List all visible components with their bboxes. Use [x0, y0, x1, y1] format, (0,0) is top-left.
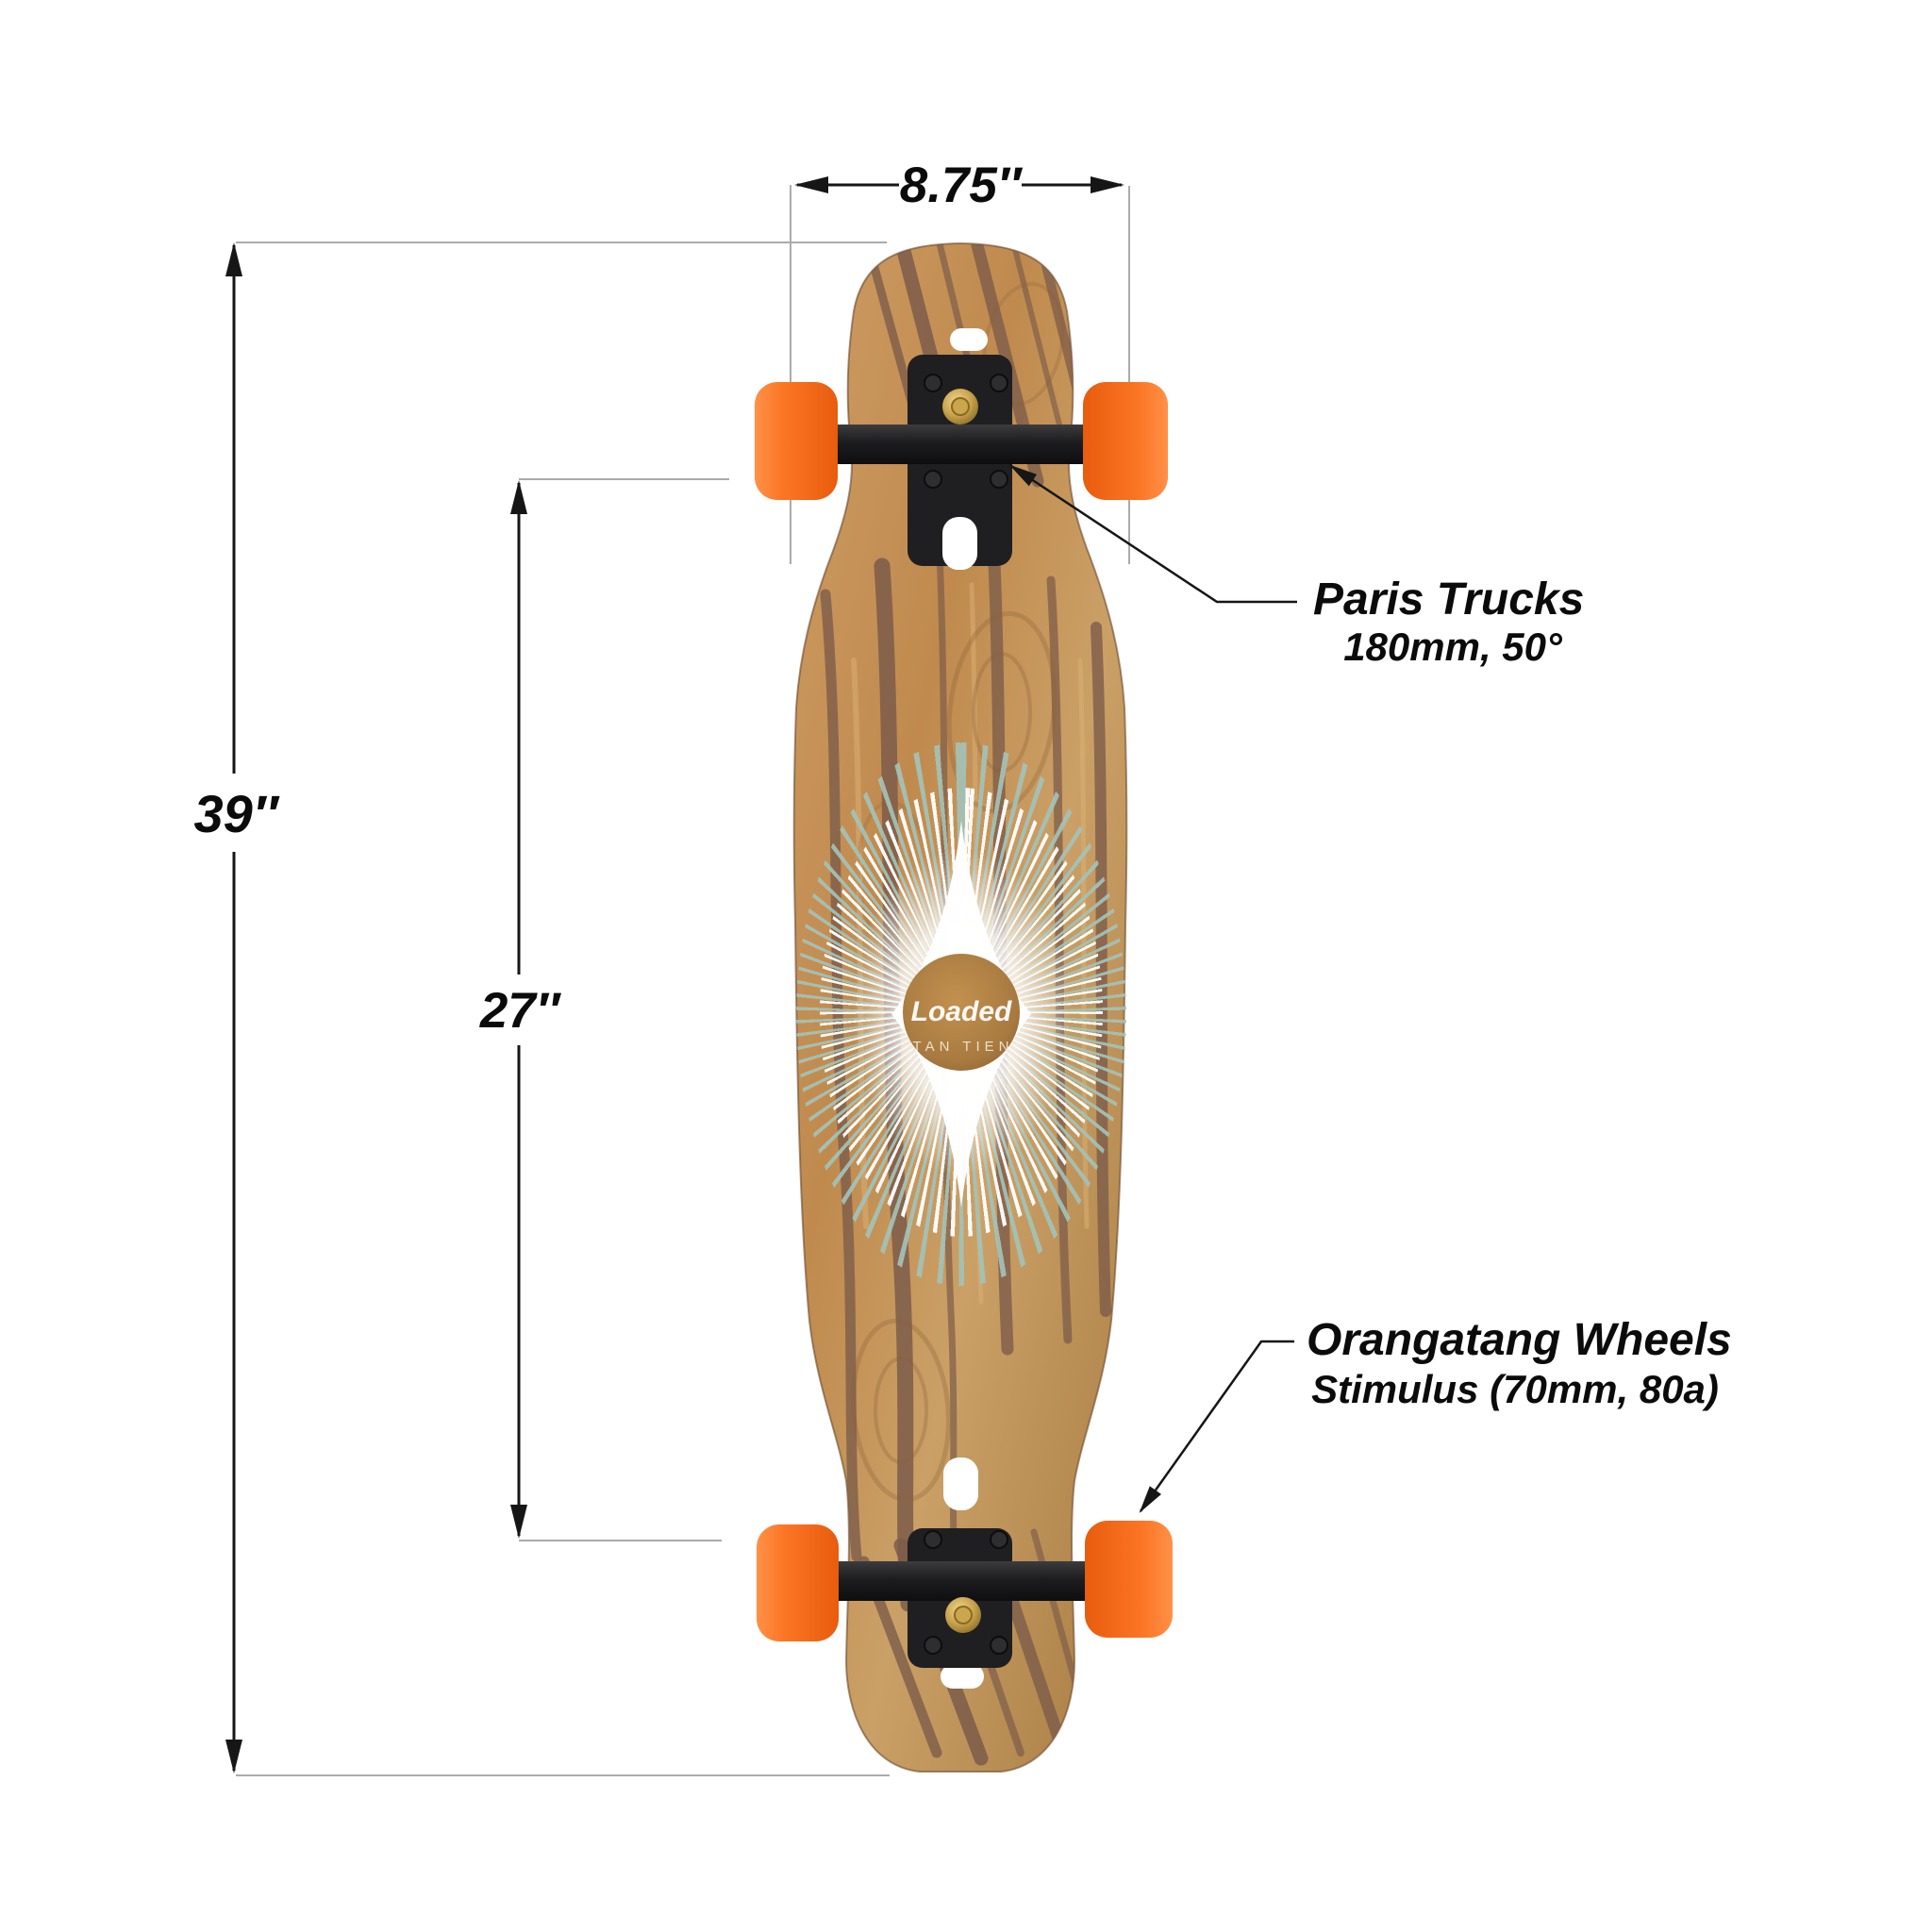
front-bolt: [990, 374, 1008, 392]
front-truck: [809, 355, 1111, 570]
front-slot-cutout: [942, 517, 977, 570]
rear-slot-cutout: [943, 1457, 978, 1510]
extension-lines: [236, 185, 1130, 1776]
trucks-callout-spec: 180mm, 50°: [1343, 625, 1563, 669]
trucks-callout-title: Paris Trucks: [1313, 575, 1584, 625]
brand-logo-text: Loaded: [911, 996, 1012, 1027]
wheel-rear-left: [757, 1524, 839, 1641]
wheel-front-right: [1083, 382, 1168, 500]
dim-label-length: 39″: [193, 784, 279, 843]
wheel-rear-right: [1085, 1521, 1173, 1638]
rear-hanger-axle: [809, 1561, 1111, 1601]
rear-bolt: [924, 1636, 942, 1655]
wheels-callout-title: Orangatang Wheels: [1307, 1315, 1732, 1365]
rear-truck: [809, 1457, 1111, 1668]
dim-label-wheelbase: 27″: [479, 983, 562, 1039]
front-kingpin-nut: [951, 397, 970, 416]
rear-bolt: [990, 1530, 1008, 1549]
rear-bolt: [990, 1636, 1008, 1655]
wheels: [755, 382, 1173, 1641]
rear-bolt: [924, 1530, 942, 1549]
dim-label-width: 8.75″: [900, 158, 1024, 213]
leader-line-wheels: [1139, 1340, 1294, 1514]
slot-front-upper: [950, 328, 988, 351]
front-bolt: [924, 374, 942, 392]
logo-circle: [903, 954, 1020, 1071]
slot-rear-lower: [941, 1664, 984, 1689]
wheels-callout-spec: Stimulus (70mm, 80a): [1311, 1367, 1719, 1411]
front-bolt: [990, 470, 1008, 489]
front-hanger-axle: [809, 425, 1111, 464]
front-bolt: [924, 470, 942, 489]
leader-line-trucks: [1008, 464, 1297, 604]
rear-kingpin-nut: [954, 1606, 973, 1624]
wheel-front-left: [755, 382, 838, 500]
model-text: TAN TIEN: [913, 1039, 1014, 1055]
